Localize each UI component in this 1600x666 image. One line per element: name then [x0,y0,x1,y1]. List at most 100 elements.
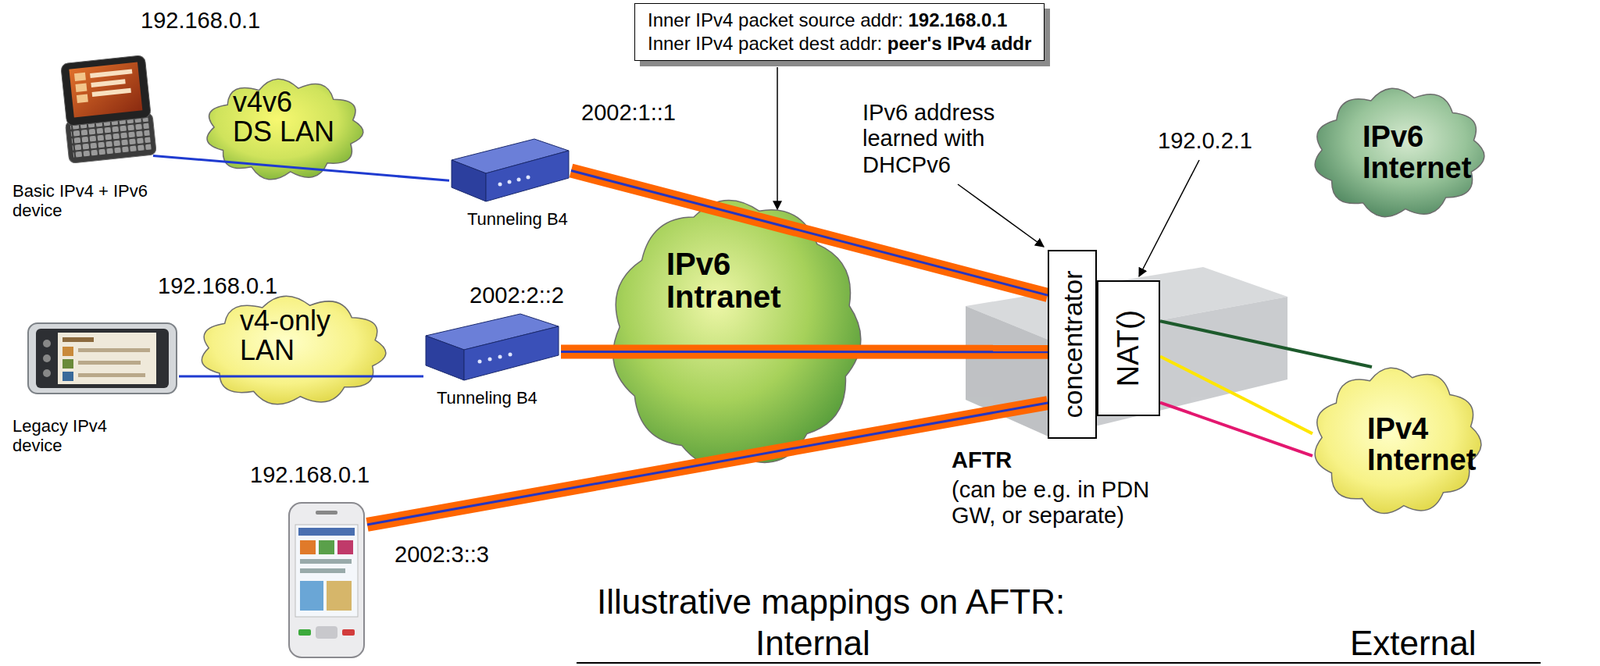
b4-router-picture [451,160,486,202]
legacy-device-picture [42,339,51,348]
label-holder: 192.0.2.1 [1157,128,1253,154]
legacy-device-picture [28,323,177,394]
mobile-phone-picture [289,503,365,658]
leader-arrow [776,67,779,210]
annotation-label: 192.0.2.1 [1157,128,1253,154]
text-holder: 192.168.0.1 [140,7,261,34]
b4-router: Tunneling B4 [449,137,572,204]
mobile-phone-picture [337,540,354,555]
b4-router-picture [488,357,493,362]
cloud-outline [207,78,364,180]
label-holder: IPv6 address learned with DHCPv6 [862,100,1004,179]
legacy-device-picture [78,373,146,378]
legacy-device-picture [62,346,74,357]
b4-router-picture [478,360,483,365]
dual-stack-device-picture [74,72,86,82]
internet-cloud: IPv4 Internet [1312,367,1483,516]
dual-stack-device-picture [68,62,143,118]
label-holder: Illustrative mappings on AFTR: [596,584,1065,621]
node-label: Legacy IPv4 device [12,416,138,457]
text-holder: AFTR [951,447,1012,474]
b4-router-picture [517,178,522,183]
legacy-device-picture [78,360,141,365]
ipv4-flow [1160,403,1313,457]
mobile-phone-picture [300,568,346,574]
legacy-device-picture [42,369,51,378]
box-label: NAT() [1114,310,1144,388]
legacy-device-picture [62,337,94,343]
b4-router-picture [507,180,512,185]
mobile-phone-picture [295,525,358,618]
cloud-label: IPv6 Intranet [666,247,714,314]
dual-stack-device: 192.168.0.1Basic IPv4 + IPv6 device [60,56,154,164]
nat-box: NAT() [1096,280,1161,417]
tunnel-band [560,344,1048,359]
cloud-outline [1314,88,1485,217]
ipv4-link [178,375,424,378]
b4-router: Tunneling B4 [423,312,561,383]
mobile-phone-picture [298,629,311,636]
node-label: Tunneling B4 [467,209,568,229]
text-holder: (can be e.g. in PDN GW, or separate) [951,477,1186,530]
text-holder: Tunneling B4 [436,388,538,408]
link-line [178,375,424,377]
legacy-device-picture [42,354,51,363]
callout-text: Inner IPv4 packet dest addr: peer's IPv4… [647,32,1032,56]
b4-router-picture [451,139,569,202]
link-line [1160,356,1313,434]
label-holder: 2002:3::3 [394,542,490,568]
cloud-shape [610,199,862,470]
aftr-box: concentratorNAT()AFTR(can be e.g. in PDN… [959,248,1291,444]
mobile-phone-picture [300,540,316,555]
legacy-device-picture [78,348,150,353]
legacy-device-picture [35,328,169,389]
node-label: AFTR [951,447,1012,474]
mobile-phone-picture [318,540,335,555]
callout-text: Inner IPv4 packet source addr: 192.168.0… [647,8,1032,33]
b4-router-picture [508,353,513,358]
cloud-outline [613,200,861,467]
lan-cloud: v4-only LAN [199,295,387,407]
b4-router-picture [485,150,569,202]
label-holder: 2002:2::2 [469,282,565,309]
mobile-phone-picture [298,528,355,536]
b4-router-picture [498,182,503,187]
legacy-device: 192.168.0.1Legacy IPv4 device [25,321,179,397]
mobile-phone-picture [326,581,352,611]
ipv4-flow [1160,356,1313,434]
mobile-phone-picture [300,559,352,565]
internet-cloud: IPv6 Internet [1312,87,1486,219]
label-holder: 2002:1::1 [581,100,676,126]
node-label: 192.168.0.1 [250,462,370,489]
annotation-label: Illustrative mappings on AFTR: [596,584,1065,621]
cloud-label: IPv6 Internet [1362,121,1408,185]
callout-text-part: Inner IPv4 packet dest addr: [647,32,888,54]
ipv4-flow [1160,321,1372,368]
inner-ipv4-line [560,350,1048,354]
b4-router-picture [526,175,531,180]
node-label: 192.168.0.1 [140,7,261,34]
annotation-label: Internal [755,626,871,661]
dual-stack-device-picture [90,78,125,88]
leader-arrow [1139,160,1200,277]
text-holder: 192.168.0.1 [250,462,370,489]
cloud-outline [201,296,386,405]
cloud-outline [1314,367,1482,514]
dual-stack-device-picture [92,88,132,97]
dual-stack-device-picture [76,94,89,104]
mobile-phone: 192.168.0.1 [285,500,368,661]
mobile-phone-picture [315,510,338,515]
dual-stack-device-picture [89,68,133,79]
mobile-phone-picture [300,581,324,611]
text-holder: 192.168.0.1 [157,273,278,300]
text-holder: Basic IPv4 + IPv6 device [12,181,177,222]
node-label: 192.168.0.1 [157,273,278,300]
legacy-device-picture [28,323,177,394]
annotation-label: 2002:1::1 [581,100,676,126]
label-holder: External [1350,626,1476,661]
node-label: (can be e.g. in PDN GW, or separate) [951,477,1186,530]
ipv4-in-ipv6-tunnel [560,351,1048,353]
mobile-phone-picture [289,503,365,658]
node-label: Basic IPv4 + IPv6 device [12,181,177,222]
dual-stack-device-picture [75,83,87,93]
